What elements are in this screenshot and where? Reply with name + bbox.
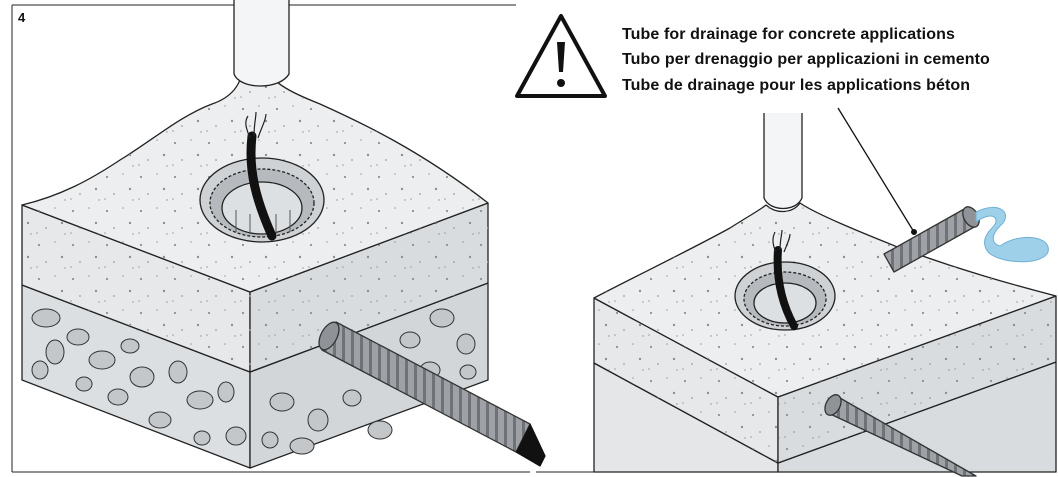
warning-triangle-icon: [515, 14, 607, 98]
left-concrete-block: [21, 0, 546, 469]
leader-line-dot: [911, 229, 917, 235]
left-drainage-tube: [318, 321, 546, 467]
water-outflow: [975, 207, 1049, 263]
right-concrete-block: [593, 113, 1057, 477]
right-cable: [773, 246, 798, 330]
caption-french: Tube de drainage pour les applications b…: [622, 77, 971, 94]
step-number: 4: [18, 10, 26, 25]
caption-english: Tube for drainage for concrete applicati…: [622, 26, 955, 43]
caption-leader-line: [837, 107, 915, 233]
caption-italian: Tubo per drenaggio per applicazioni in c…: [622, 51, 990, 68]
right-vertical-pipe: [763, 113, 803, 210]
right-lower-drainage-tube: [824, 394, 977, 477]
left-cable: [246, 131, 277, 241]
left-vertical-pipe: [233, 0, 290, 87]
